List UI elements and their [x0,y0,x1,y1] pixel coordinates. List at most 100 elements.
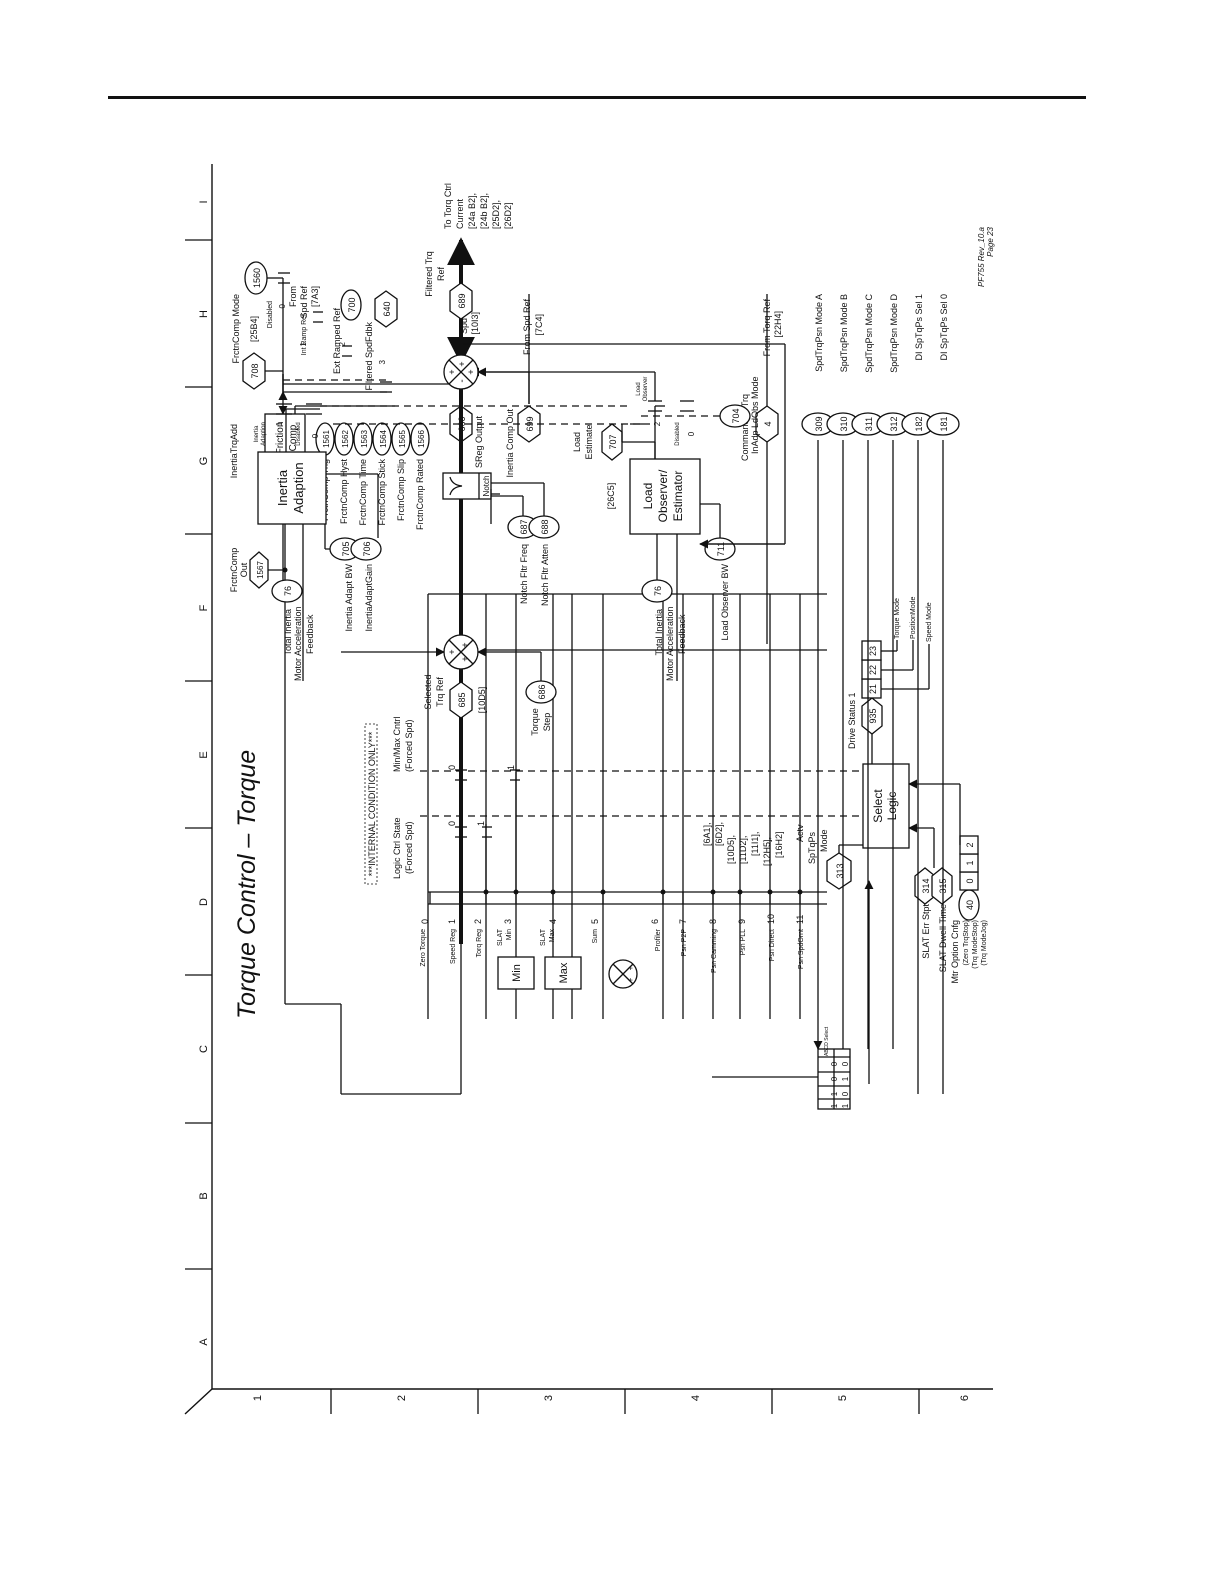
param-313-num: 313 [835,863,845,878]
frctn-opt1: 1 [299,341,308,346]
param-1566[interactable] [410,422,430,456]
from-torq-ref-ref: [22H4] [773,311,783,338]
friction-block-2: Comp [288,424,299,451]
notch-atten-label: Notch Fltr Atten [540,544,550,606]
param-705-num: 705 [341,541,351,556]
load-mode-label: InAdp LdObs Mode [750,376,760,454]
abcd-r0c1: 0 [841,1061,850,1066]
select-logic-block [862,763,910,849]
param-315[interactable] [931,867,953,905]
sum-out-minus: - [457,379,468,382]
sel-refs-6: [16H2] [774,831,784,858]
notch-freq-label: Notch Fltr Freq [519,544,529,604]
load-block-3: Estimator [671,471,685,522]
param-312-label: SpdTrqPsn Mode D [889,294,899,373]
friction-section: FrctnComp Mode 1560 Disabled 0 1 2 3 Int… [229,261,462,1095]
commanded-trq-label: Commanded Trq [740,394,750,461]
load-sw-disabled: Disabled [675,422,681,445]
sel-4-label-2: Max [549,929,556,943]
notch-block-label: Notch [482,476,491,497]
load-total-label: Total Inertia [654,609,664,656]
param-311-label: SpdTrqPsn Mode C [864,294,874,373]
selected-trq-ref: [10D5] [477,687,487,714]
param-689[interactable] [449,282,473,320]
slat-err-label: SLAT Err Stpt [921,904,931,959]
from-spd-ref-label: From Spd Ref [522,299,532,356]
param-707-num: 707 [608,434,618,449]
sel-10-num: 10 [766,914,776,924]
frctn-opt2: 2 [338,341,347,346]
row-label-1: 1 [252,1395,264,1401]
sel-1-num: 1 [447,919,457,924]
param-700-num: 700 [347,297,357,312]
sel-8-label: Psn Camming [711,929,718,973]
sel-4-label-1: SLAT [540,928,547,946]
sel-refs-5: [12H5], [762,837,772,866]
inertia-adaption-block [257,451,327,525]
select-logic-2: Logic [885,792,899,821]
to-torq-5: [26D2] [503,202,513,229]
sel-11-num: 11 [795,915,805,924]
actv-label-2: SpTqPs [807,831,817,864]
param-706-num: 706 [362,541,372,556]
param-706[interactable] [350,537,382,561]
sel-5-num: 5 [590,919,600,924]
forced-sw1-a: 1 [476,821,486,826]
param-640[interactable] [374,290,398,328]
logic-ctrl-2: (Forced Spd) [404,821,414,874]
mtr-bit-1: 1 [965,860,975,865]
inertia-motor-accel-1: Motor Acceleration [293,606,303,681]
from-spd-reg-label: From Spd Reg [459,299,469,358]
abcd-r3c1: 1 [841,1103,850,1108]
sum-out-plus-1: + [447,369,457,374]
selector: 0 Zero Torque 1 Speed Reg 2 Torq Reg 3 S… [420,593,852,1019]
selected-trq-2: Trq Ref [435,677,445,707]
filtered-spdfdbk-label: Filtered SpdFdbk [364,322,374,391]
grid-frame: A B C D E F G H I 1 2 3 4 5 6 [184,164,993,1415]
inertia-comp-out-label: Inertia Comp Out [505,409,515,478]
param-1564[interactable] [372,422,392,456]
col-label-h: H [198,310,210,318]
param-1562[interactable] [334,422,354,456]
param-76-inertia-num: 76 [283,586,293,596]
sum-out-plus-2: + [457,361,467,366]
load-estimate-1: Load [572,432,582,452]
param-700[interactable] [340,289,362,321]
col-label-b: B [198,1192,210,1199]
param-708[interactable] [242,352,266,390]
row-label-6: 6 [959,1395,971,1401]
param-1564-label: FrctnComp Stick [377,459,387,526]
inertia-add-ref: [25B4] [249,316,259,342]
max-block [544,956,582,990]
load-sw2: 2 [653,421,662,426]
internal-condition-label: ***INTERNAL CONDITION ONLY*** [367,731,377,876]
frctncomp-out-1: FrctnComp [229,548,239,593]
to-torq-4: [25D2], [491,200,501,229]
sel-9-num: 9 [737,919,747,924]
param-1567[interactable] [249,551,269,589]
param-309-num: 309 [814,416,824,431]
param-1563-num: 1563 [360,430,369,448]
mtr-option-2: (Zero TrqStop) [963,920,970,966]
param-1565[interactable] [391,422,411,456]
sel-7-num: 7 [678,919,688,924]
status-bit-21: 21 [868,684,878,694]
param-313[interactable] [826,852,852,890]
param-1563[interactable] [353,422,373,456]
frctncomp-mode-label: FrctnComp Mode [231,294,241,364]
param-314-num: 314 [921,878,931,893]
param-1562-label: FrctnComp Hyst [339,459,349,525]
status-mode-position: PositionMode [910,596,917,639]
param-4[interactable] [755,405,779,443]
mtr-option-3: (Trq ModeStop) [972,920,979,969]
param-685[interactable] [449,681,473,719]
param-76-load[interactable] [641,579,673,603]
from-spd-ref-ref: [7C4] [534,314,544,336]
param-76-inertia[interactable] [271,579,303,603]
sel-3-label-1: SLAT [497,928,504,946]
load-estimate-2: Estimate [584,424,594,459]
sel-4-num: 4 [548,919,558,924]
param-181[interactable] [926,412,960,436]
frctn-opt3: 3 [378,359,387,364]
selected-trq-1: Selected [423,674,433,709]
